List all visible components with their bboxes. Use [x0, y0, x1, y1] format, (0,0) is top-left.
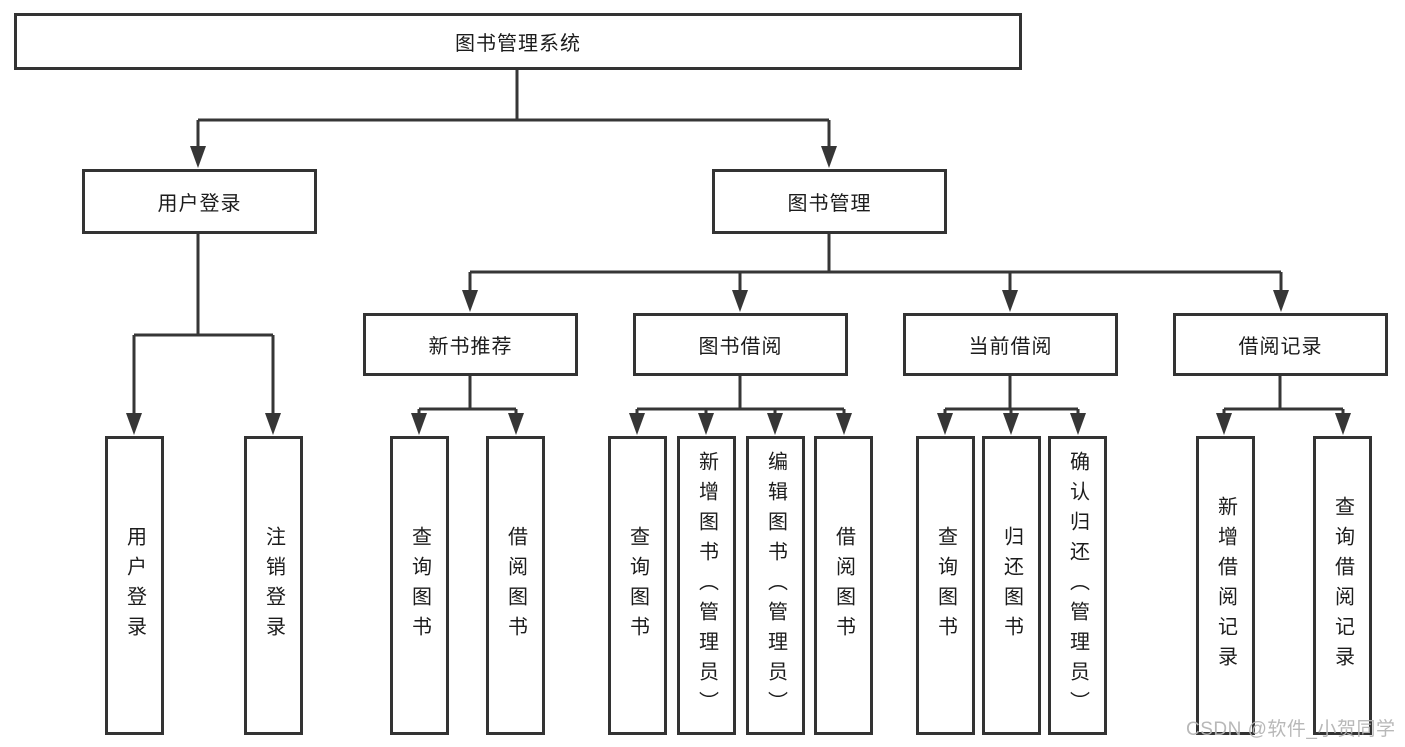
- node-new-book-recommend: 新书推荐: [363, 313, 578, 376]
- leaf-bb-add-books-admin: 新增图书（管理员）: [677, 436, 736, 735]
- leaf-cb-confirm-return-admin: 确认归还（管理员）: [1048, 436, 1107, 735]
- leaf-user-login: 用户登录: [105, 436, 164, 735]
- leaf-cb-return-books: 归还图书: [982, 436, 1041, 735]
- leaf-cb-query-books-label: 查询图书: [934, 525, 957, 646]
- leaf-bb-edit-books-admin-label: 编辑图书（管理员）: [764, 450, 787, 721]
- leaf-cb-query-books: 查询图书: [916, 436, 975, 735]
- leaf-nbr-query-books: 查询图书: [390, 436, 449, 735]
- node-current-borrow: 当前借阅: [903, 313, 1118, 376]
- leaf-bb-query-books: 查询图书: [608, 436, 667, 735]
- leaf-br-query-record: 查询借阅记录: [1313, 436, 1372, 735]
- leaf-cb-return-books-label: 归还图书: [1000, 525, 1023, 646]
- leaf-bb-add-books-admin-label: 新增图书（管理员）: [695, 450, 718, 721]
- leaf-nbr-borrow-books-label: 借阅图书: [504, 525, 527, 646]
- arrowheads: [126, 146, 1351, 435]
- watermark: CSDN @软件_小贺同学: [1186, 719, 1396, 740]
- leaf-user-login-label: 用户登录: [123, 525, 146, 646]
- leaf-logout-label: 注销登录: [262, 525, 285, 646]
- leaf-cb-confirm-return-admin-label: 确认归还（管理员）: [1066, 450, 1089, 721]
- leaf-nbr-borrow-books: 借阅图书: [486, 436, 545, 735]
- node-book-borrow: 图书借阅: [633, 313, 848, 376]
- leaf-br-add-record: 新增借阅记录: [1196, 436, 1255, 735]
- node-book-management: 图书管理: [712, 169, 947, 234]
- leaf-br-add-record-label: 新增借阅记录: [1214, 495, 1237, 676]
- leaf-bb-edit-books-admin: 编辑图书（管理员）: [746, 436, 805, 735]
- leaf-bb-borrow-books: 借阅图书: [814, 436, 873, 735]
- leaf-bb-query-books-label: 查询图书: [626, 525, 649, 646]
- leaf-logout: 注销登录: [244, 436, 303, 735]
- leaf-nbr-query-books-label: 查询图书: [408, 525, 431, 646]
- node-user-login: 用户登录: [82, 169, 317, 234]
- leaf-bb-borrow-books-label: 借阅图书: [832, 525, 855, 646]
- node-root: 图书管理系统: [14, 13, 1022, 70]
- leaf-br-query-record-label: 查询借阅记录: [1331, 495, 1354, 676]
- tree-connector-lines: [132, 69, 1345, 415]
- node-borrow-records: 借阅记录: [1173, 313, 1388, 376]
